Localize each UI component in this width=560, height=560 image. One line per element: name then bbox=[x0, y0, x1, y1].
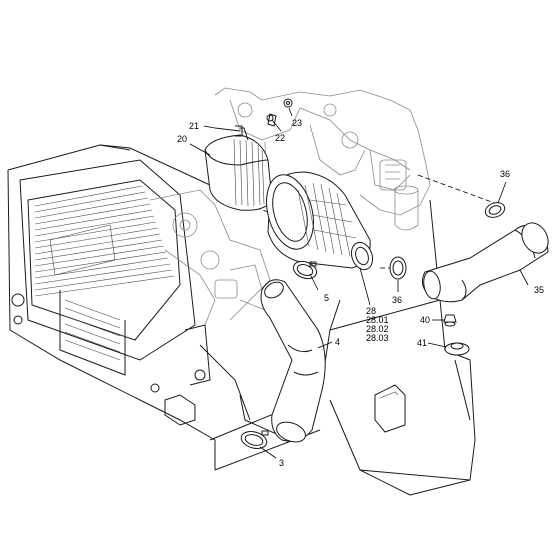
part-35-intake-hose bbox=[421, 222, 549, 303]
callout-28-02: 28.02 bbox=[366, 324, 389, 334]
callout-21: 21 bbox=[189, 121, 199, 131]
callout-5: 5 bbox=[324, 293, 329, 303]
part-5-hose-clamp bbox=[292, 260, 318, 280]
callout-36-upper: 36 bbox=[500, 169, 510, 179]
part-21-bolt bbox=[214, 125, 243, 137]
callout-28-01: 28.01 bbox=[366, 315, 389, 325]
engine-accessories bbox=[149, 189, 281, 331]
callout-40: 40 bbox=[420, 315, 430, 325]
part-23-washer bbox=[283, 98, 293, 108]
radiator bbox=[11, 159, 211, 393]
part-36-clamp-upper bbox=[484, 202, 506, 218]
callout-20: 20 bbox=[177, 134, 187, 144]
leader-lines bbox=[189, 107, 529, 459]
part-28-air-filter bbox=[266, 171, 374, 271]
callout-28: 28 bbox=[366, 306, 376, 316]
part-20-mounting-band bbox=[204, 114, 274, 211]
part-40-fitting bbox=[443, 314, 457, 327]
callout-22: 22 bbox=[275, 133, 285, 143]
callout-41: 41 bbox=[417, 338, 427, 348]
callout-35: 35 bbox=[534, 285, 544, 295]
part-3-hose-clamp bbox=[240, 430, 269, 449]
callout-36-lower: 36 bbox=[392, 295, 402, 305]
part-4-lower-hose bbox=[260, 279, 326, 443]
part-22-nut bbox=[267, 113, 277, 127]
callout-23: 23 bbox=[292, 118, 302, 128]
callout-28-03: 28.03 bbox=[366, 333, 389, 343]
part-36-clamp-lower bbox=[389, 256, 407, 280]
callout-3: 3 bbox=[279, 458, 284, 468]
callout-labels: 21 22 23 20 36 5 36 28 28.01 28.02 28.03… bbox=[177, 118, 544, 468]
part-41-grommet bbox=[444, 342, 470, 356]
callout-4: 4 bbox=[335, 337, 340, 347]
